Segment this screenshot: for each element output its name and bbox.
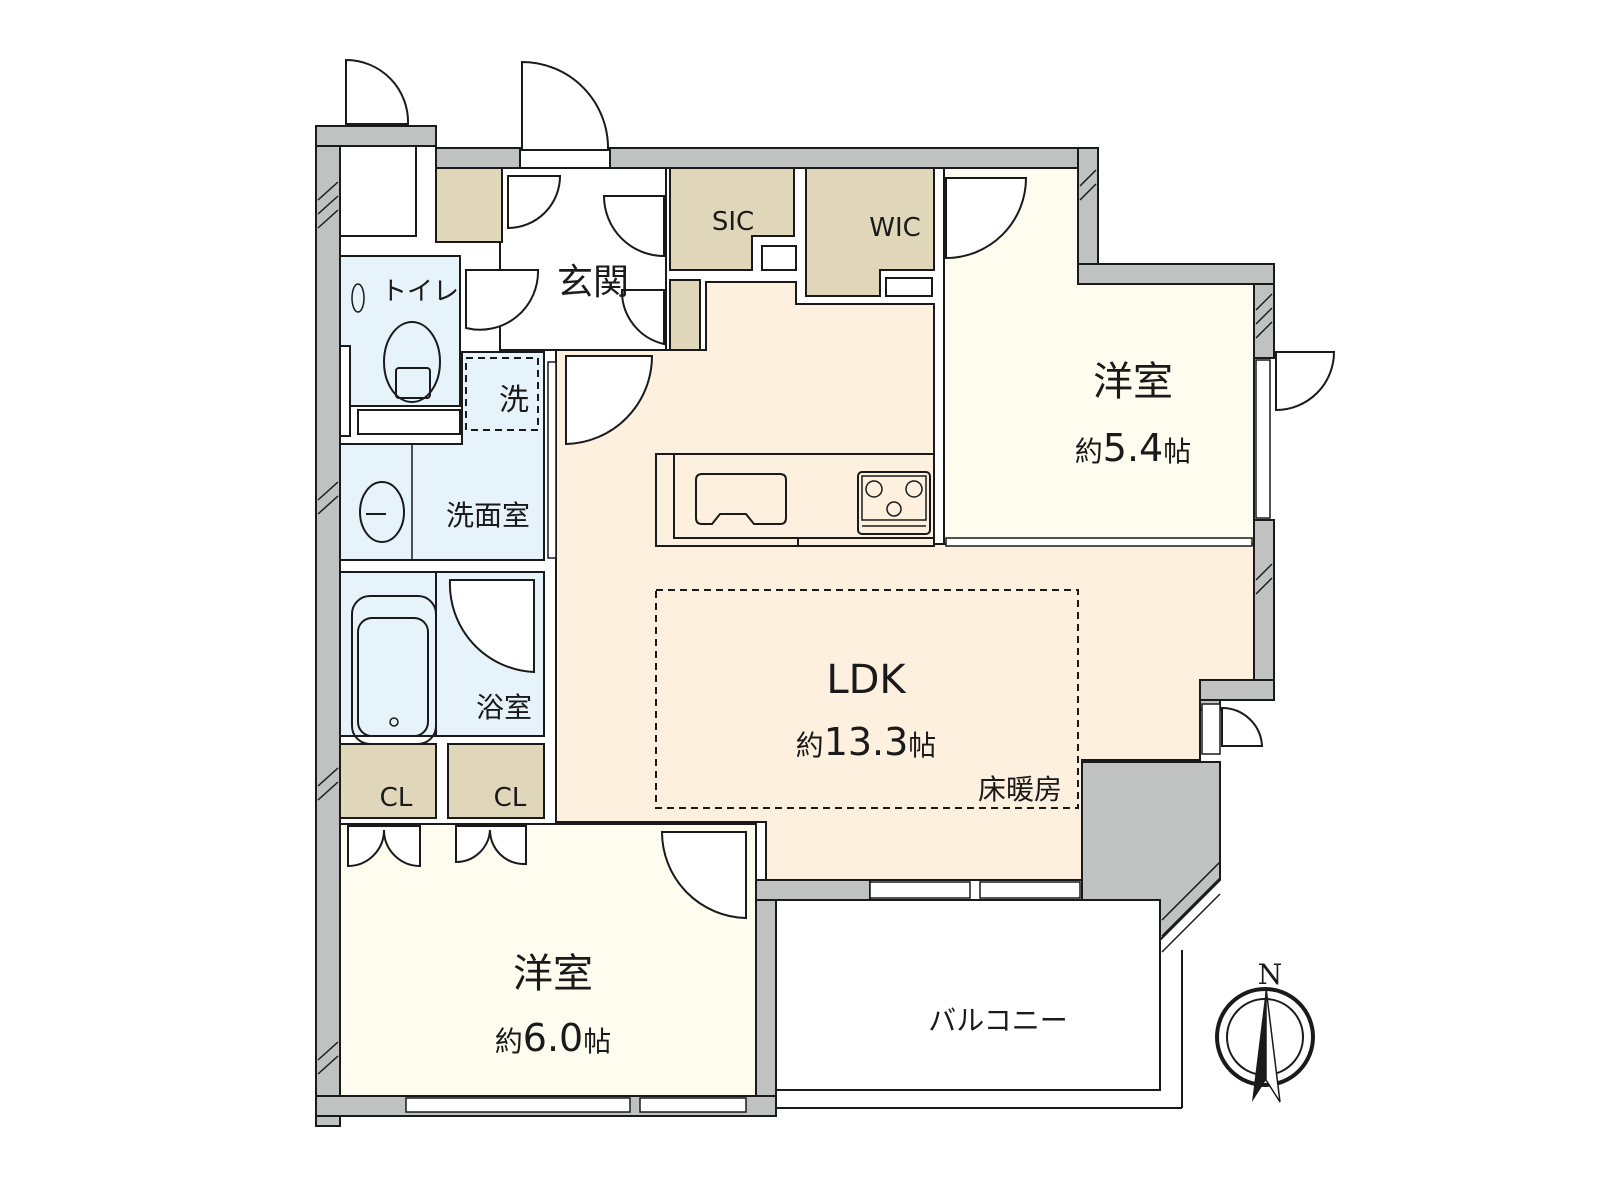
room-label-ldk: LDK	[826, 657, 906, 703]
front-door-swing	[521, 60, 610, 151]
windows	[405, 359, 1271, 1113]
room-label-bedroom-south: 洋室	[513, 951, 593, 997]
room-area-bedroom-north: 約5.4帖	[1074, 426, 1192, 470]
room-label-closet-2: CL	[493, 783, 527, 813]
floor-heating-area	[655, 589, 1079, 809]
room-label-entrance: 玄関	[556, 262, 630, 303]
bathtub-icon	[351, 595, 437, 745]
room-label-closet-1: CL	[379, 783, 413, 813]
room-label-toilet: トイレ	[380, 277, 460, 307]
doors	[345, 58, 1336, 920]
wall-hatching	[317, 169, 1273, 1075]
compass-icon	[1215, 987, 1315, 1103]
room-label-sic: SIC	[711, 207, 755, 237]
room-label-bathroom: 浴室	[475, 691, 533, 724]
room-area-bedroom-south: 約6.0帖	[494, 1016, 612, 1060]
floor-heating-label: 床暖房	[977, 773, 1063, 806]
room-label-washroom: 洗面室	[445, 499, 531, 532]
room-label-bedroom-north: 洋室	[1093, 359, 1173, 405]
room-label-wic: WIC	[869, 213, 921, 243]
sink-icon	[695, 473, 787, 525]
room-label-balcony: バルコニー	[928, 1004, 1068, 1037]
room-label-washer: 洗	[499, 383, 529, 418]
stove-icon	[857, 471, 931, 535]
kitchen-counter	[655, 453, 935, 547]
compass-label-north: N	[1257, 958, 1283, 991]
washbasin-icon	[359, 481, 405, 543]
toilet-icon	[383, 321, 441, 403]
toilet-sink-icon	[351, 283, 365, 313]
room-area-ldk: 約13.3帖	[795, 720, 937, 764]
